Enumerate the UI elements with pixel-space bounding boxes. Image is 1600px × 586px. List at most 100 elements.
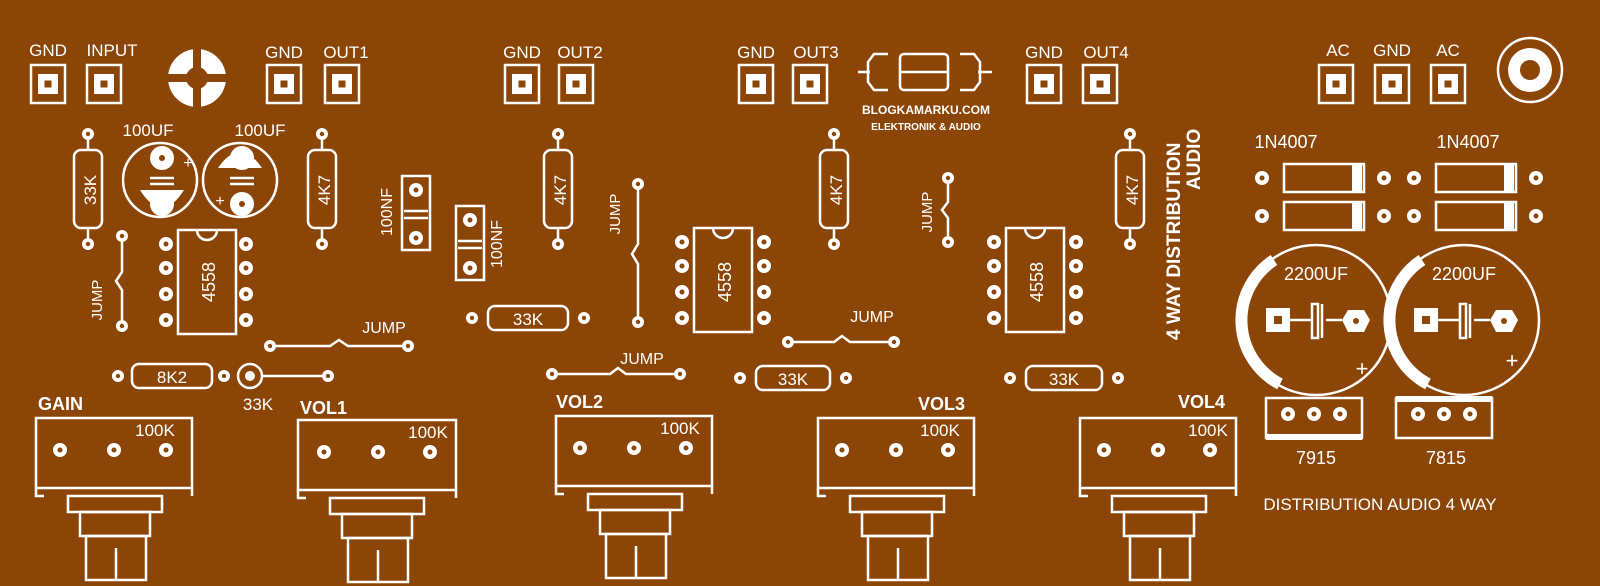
- resistor-label: 33K: [1049, 370, 1080, 389]
- resistor-label: 4K7: [827, 175, 846, 205]
- pot-label: VOL2: [556, 392, 603, 412]
- out4-label: OUT4: [1083, 43, 1128, 62]
- pot-label: GAIN: [38, 394, 83, 414]
- logo-tagline: ELEKTRONIK & AUDIO: [871, 122, 981, 133]
- jumper-6: JUMP: [919, 172, 954, 248]
- out1-connector: GND OUT1: [265, 43, 369, 105]
- title-vertical: 4 WAY DISTRIBUTION AUDIO: [1164, 129, 1205, 340]
- title-vertical-line1: 4 WAY DISTRIBUTION: [1164, 143, 1185, 340]
- gnd-label: GND: [265, 43, 303, 62]
- jumper-2: JUMP: [264, 320, 414, 352]
- regulator-7915: 7915: [1264, 396, 1364, 468]
- ic-label: 4558: [199, 262, 219, 302]
- resistor-label: 8K2: [157, 368, 187, 387]
- cap-label: 100NF: [489, 220, 506, 268]
- pot-gain: GAIN 100K: [34, 394, 194, 582]
- resistor-label: 4K7: [1123, 175, 1142, 205]
- out3-label: OUT3: [793, 43, 838, 62]
- ic-4558-2: 4558: [675, 226, 771, 334]
- pot-value: 100K: [920, 421, 960, 440]
- logo-site: BLOGKAMARKU.COM: [862, 103, 990, 117]
- capacitor-2200uf-2: 2200UF +: [1383, 243, 1541, 397]
- resistor-33k-standing: 33K: [236, 362, 334, 414]
- resistor-label: 33K: [243, 395, 274, 414]
- resistor-label: 33K: [513, 310, 544, 329]
- resistor-4k7-4: 4K7: [1114, 128, 1146, 250]
- title-vertical-line2: AUDIO: [1184, 129, 1205, 190]
- out1-label: OUT1: [323, 43, 368, 62]
- resistor-4k7-1: 4K7: [306, 128, 338, 250]
- jumper-5: JUMP: [782, 309, 900, 348]
- power-connector: AC GND AC: [1317, 41, 1467, 105]
- cap-polarity: +: [1356, 356, 1369, 381]
- out4-connector: GND OUT4: [1025, 43, 1129, 105]
- resistor-label: 4K7: [551, 175, 570, 205]
- jump-label: JUMP: [620, 351, 664, 368]
- resistor-label: 4K7: [315, 175, 334, 205]
- jump-label: JUMP: [850, 309, 894, 326]
- cap-label: 100UF: [122, 121, 173, 140]
- title-bottom: DISTRIBUTION AUDIO 4 WAY: [1263, 495, 1496, 514]
- capacitor-100uf-2: 100UF +: [201, 121, 286, 219]
- cap-polarity: +: [183, 155, 192, 172]
- pot-vol2: VOL2 100K: [554, 392, 714, 580]
- jumper-4: JUMP: [546, 351, 686, 380]
- resistor-label: 33K: [81, 174, 100, 205]
- out2-label: OUT2: [557, 43, 602, 62]
- cap-label: 2200UF: [1284, 264, 1348, 284]
- capacitor-100uf-1: 100UF +: [121, 121, 199, 219]
- ic-4558-3: 4558: [987, 226, 1083, 334]
- pot-value: 100K: [408, 423, 448, 442]
- jumper-3: JUMP: [607, 178, 644, 328]
- resistor-4k7-3: 4K7: [818, 128, 850, 250]
- pot-label: VOL3: [918, 394, 965, 414]
- out3-connector: GND OUT3: [737, 43, 839, 105]
- cap-label: 100NF: [379, 188, 396, 236]
- diodes-left: 1N4007: [1254, 132, 1391, 232]
- resistor-33k-vertical: 33K: [72, 128, 104, 250]
- ic-label: 4558: [715, 262, 735, 302]
- gnd-label: GND: [1373, 41, 1411, 60]
- pot-label: VOL4: [1178, 392, 1225, 412]
- resistor-4k7-2: 4K7: [542, 128, 574, 250]
- regulator-7815: 7815: [1394, 396, 1494, 468]
- cap-polarity: +: [1506, 348, 1519, 373]
- resistor-8k2: 8K2: [112, 362, 230, 390]
- gnd-label: GND: [503, 43, 541, 62]
- cap-polarity: +: [215, 193, 224, 210]
- cap-label: 2200UF: [1432, 264, 1496, 284]
- ac-label: AC: [1436, 41, 1460, 60]
- resistor-33k-3: 33K: [1004, 364, 1124, 392]
- capacitor-100nf-2: 100NF: [454, 204, 506, 282]
- pot-vol3: VOL3 100K: [816, 394, 976, 582]
- pot-value: 100K: [660, 419, 700, 438]
- input-connector: GND INPUT: [29, 41, 138, 105]
- out2-connector: GND OUT2: [503, 43, 603, 105]
- capacitor-100nf-1: 100NF: [379, 174, 432, 252]
- gnd-label: GND: [1025, 43, 1063, 62]
- diode-label: 1N4007: [1436, 132, 1499, 152]
- diode-label: 1N4007: [1254, 132, 1317, 152]
- pot-value: 100K: [135, 421, 175, 440]
- resistor-33k-2: 33K: [734, 364, 852, 392]
- ic-label: 4558: [1027, 262, 1047, 302]
- gnd-label: GND: [29, 41, 67, 60]
- gnd-label: GND: [737, 43, 775, 62]
- pot-label: VOL1: [300, 398, 347, 418]
- pot-value: 100K: [1188, 421, 1228, 440]
- jump-label: JUMP: [89, 280, 106, 321]
- cap-label: 100UF: [234, 121, 285, 140]
- pot-vol1: VOL1 100K: [296, 398, 458, 584]
- input-label: INPUT: [87, 41, 138, 60]
- regulator-label: 7815: [1426, 448, 1466, 468]
- jump-label: JUMP: [362, 320, 406, 337]
- capacitor-2200uf-1: 2200UF +: [1235, 243, 1393, 397]
- mounting-hole-left: [166, 47, 228, 109]
- mounting-hole-right: [1496, 36, 1564, 104]
- jump-label: JUMP: [919, 192, 936, 233]
- jumper-1: JUMP: [89, 230, 128, 332]
- resistor-label: 33K: [778, 370, 809, 389]
- diodes-right: 1N4007: [1407, 132, 1543, 232]
- ic-4558-1: 4558: [159, 228, 253, 336]
